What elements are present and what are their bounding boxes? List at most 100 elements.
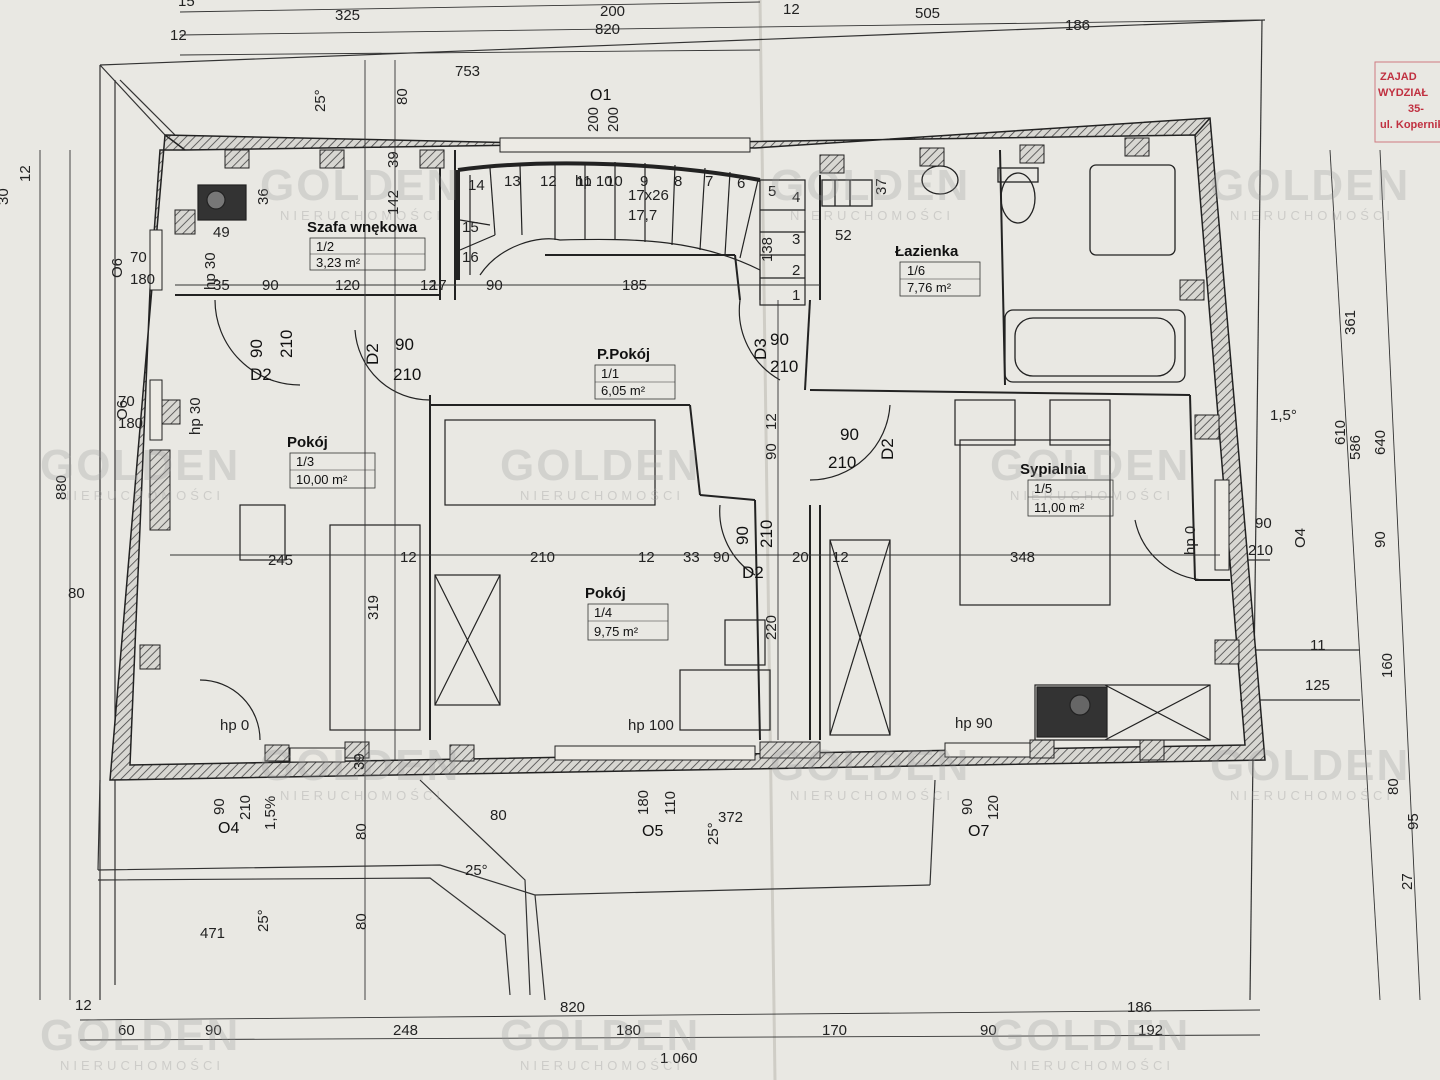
door-5-w: 90 bbox=[733, 526, 752, 545]
washbasin bbox=[921, 165, 959, 195]
room-left-area: 10,00 m² bbox=[296, 472, 348, 487]
dim-bottom-90a: 90 bbox=[205, 1022, 222, 1039]
dim-left-880: 880 bbox=[53, 475, 70, 500]
svg-text:GOLDEN: GOLDEN bbox=[990, 1011, 1190, 1060]
dim-right-610: 610 bbox=[1332, 420, 1349, 445]
dim-top-325: 325 bbox=[335, 7, 360, 24]
dim-220: 220 bbox=[763, 615, 780, 640]
room-middle-name: Pokój bbox=[585, 585, 626, 602]
svg-text:GOLDEN: GOLDEN bbox=[770, 161, 970, 210]
svg-text:GOLDEN: GOLDEN bbox=[500, 441, 700, 490]
stair-step-numbers: 1 2 3 4 5 6 7 8 9 10 11 12 13 14 15 16 1… bbox=[430, 87, 800, 304]
window-o7: O7 bbox=[968, 823, 989, 840]
step-5: 5 bbox=[768, 183, 776, 200]
step-13: 13 bbox=[504, 173, 521, 190]
room-wardrobe-area: 3,23 m² bbox=[316, 255, 361, 270]
stair-dim-200a: 200 bbox=[585, 107, 602, 132]
dim-80-bottom: 80 bbox=[490, 807, 507, 824]
room-bathroom-area: 7,76 m² bbox=[907, 280, 952, 295]
wardrobe-left bbox=[329, 524, 421, 731]
step-8: 8 bbox=[674, 173, 682, 190]
double-bed bbox=[959, 439, 1111, 606]
right-dimensions: 361 610 586 640 90 160 11 125 80 95 27 1… bbox=[1182, 310, 1422, 890]
svg-text:GOLDEN: GOLDEN bbox=[1210, 741, 1410, 790]
dim-right-90: 90 bbox=[1372, 531, 1389, 548]
door-3-label: D3 bbox=[751, 338, 770, 360]
dim-left-180b: 180 bbox=[118, 415, 143, 432]
step-2: 2 bbox=[792, 262, 800, 279]
door-4-h: 210 bbox=[828, 453, 856, 472]
dim-bottom-248: 248 bbox=[393, 1022, 418, 1039]
step-7: 7 bbox=[705, 173, 713, 190]
dim-bottom-471: 471 bbox=[200, 925, 225, 942]
step-15: 15 bbox=[462, 219, 479, 236]
dim-top-505: 505 bbox=[915, 5, 940, 22]
dim-bottom-90b: 90 bbox=[980, 1022, 997, 1039]
dim-bottom-192: 192 bbox=[1138, 1022, 1163, 1039]
dim-top-753: 753 bbox=[455, 63, 480, 80]
dim-90b: 90 bbox=[486, 277, 503, 294]
svg-text:GOLDEN: GOLDEN bbox=[990, 441, 1190, 490]
room-middle-number: 1/4 bbox=[594, 605, 612, 620]
door-2-h: 210 bbox=[393, 365, 421, 384]
stair-height: hp 10 bbox=[575, 173, 613, 190]
shower-tray bbox=[1089, 164, 1176, 256]
svg-text:35-: 35- bbox=[1408, 103, 1424, 115]
dim-bottom-180: 180 bbox=[616, 1022, 641, 1039]
door-3-w: 90 bbox=[770, 330, 789, 349]
window-o7-w: 90 bbox=[959, 798, 976, 815]
windows bbox=[149, 137, 1230, 763]
room-bedroom: Sypialnia 1/5 11,00 m² bbox=[1020, 461, 1114, 517]
dim-39a: 39 bbox=[385, 151, 402, 168]
room-bathroom-name: Łazienka bbox=[895, 243, 959, 260]
door-1-h: 210 bbox=[277, 330, 296, 358]
dim-245: 245 bbox=[268, 552, 293, 569]
hp30-a: hp 30 bbox=[202, 252, 219, 290]
dim-bottom-60: 60 bbox=[118, 1022, 135, 1039]
svg-text:NIERUCHOMOŚCI: NIERUCHOMOŚCI bbox=[790, 788, 954, 803]
top-dimensions: 15 325 200 820 753 505 186 12 12 bbox=[170, 0, 1090, 80]
roof-25-left: 25° bbox=[255, 909, 272, 932]
hp0-left: hp 0 bbox=[220, 717, 249, 734]
room-wardrobe: Szafa wnękowa 1/2 3,23 m² bbox=[307, 219, 426, 271]
dim-37: 37 bbox=[873, 178, 890, 195]
desk-left bbox=[444, 419, 656, 506]
dim-12d: 12 bbox=[832, 549, 849, 566]
door-swings bbox=[199, 299, 1206, 741]
step-4: 4 bbox=[792, 189, 800, 206]
dim-120: 120 bbox=[335, 277, 360, 294]
stair-dim-200b: 200 bbox=[605, 107, 622, 132]
roof-25-top: 25° bbox=[312, 89, 329, 112]
room-bedroom-number: 1/5 bbox=[1034, 481, 1052, 496]
hp0-right: hp 0 bbox=[1182, 526, 1199, 555]
dim-210: 210 bbox=[530, 549, 555, 566]
stair-spec-2: 17,7 bbox=[628, 207, 657, 224]
door-labels: 90 210 D2 D2 90 210 D3 90 210 90 210 D2 … bbox=[247, 330, 897, 582]
step-6: 6 bbox=[737, 175, 745, 192]
dim-right-640: 640 bbox=[1372, 430, 1389, 455]
dim-bottom-80b: 80 bbox=[353, 913, 370, 930]
door-1-w: 90 bbox=[247, 339, 266, 358]
dim-52: 52 bbox=[835, 227, 852, 244]
wardrobe-right bbox=[829, 539, 891, 736]
dim-left-30: 30 bbox=[0, 188, 12, 205]
svg-text:NIERUCHOMOŚCI: NIERUCHOMOŚCI bbox=[280, 208, 444, 223]
window-o7-h: 120 bbox=[985, 795, 1002, 820]
svg-text:ul. Kopernik: ul. Kopernik bbox=[1380, 119, 1440, 131]
dim-49: 49 bbox=[213, 224, 230, 241]
dim-right-11: 11 bbox=[1310, 637, 1326, 654]
height-marks: hp 0 hp 100 hp 90 bbox=[220, 715, 993, 734]
furniture bbox=[197, 184, 1211, 741]
svg-text:GOLDEN: GOLDEN bbox=[1210, 161, 1410, 210]
dim-12b: 12 bbox=[400, 549, 417, 566]
cabinet-right bbox=[1034, 684, 1211, 741]
room-middle-area: 9,75 m² bbox=[594, 624, 639, 639]
room-bathroom: Łazienka 1/6 7,76 m² bbox=[895, 243, 981, 297]
window-o4-w: 90 bbox=[211, 798, 228, 815]
door-4-w: 90 bbox=[840, 425, 859, 444]
step-11: 11 bbox=[576, 173, 592, 190]
room-left-number: 1/3 bbox=[296, 454, 314, 469]
door-2-label: D2 bbox=[363, 343, 382, 365]
